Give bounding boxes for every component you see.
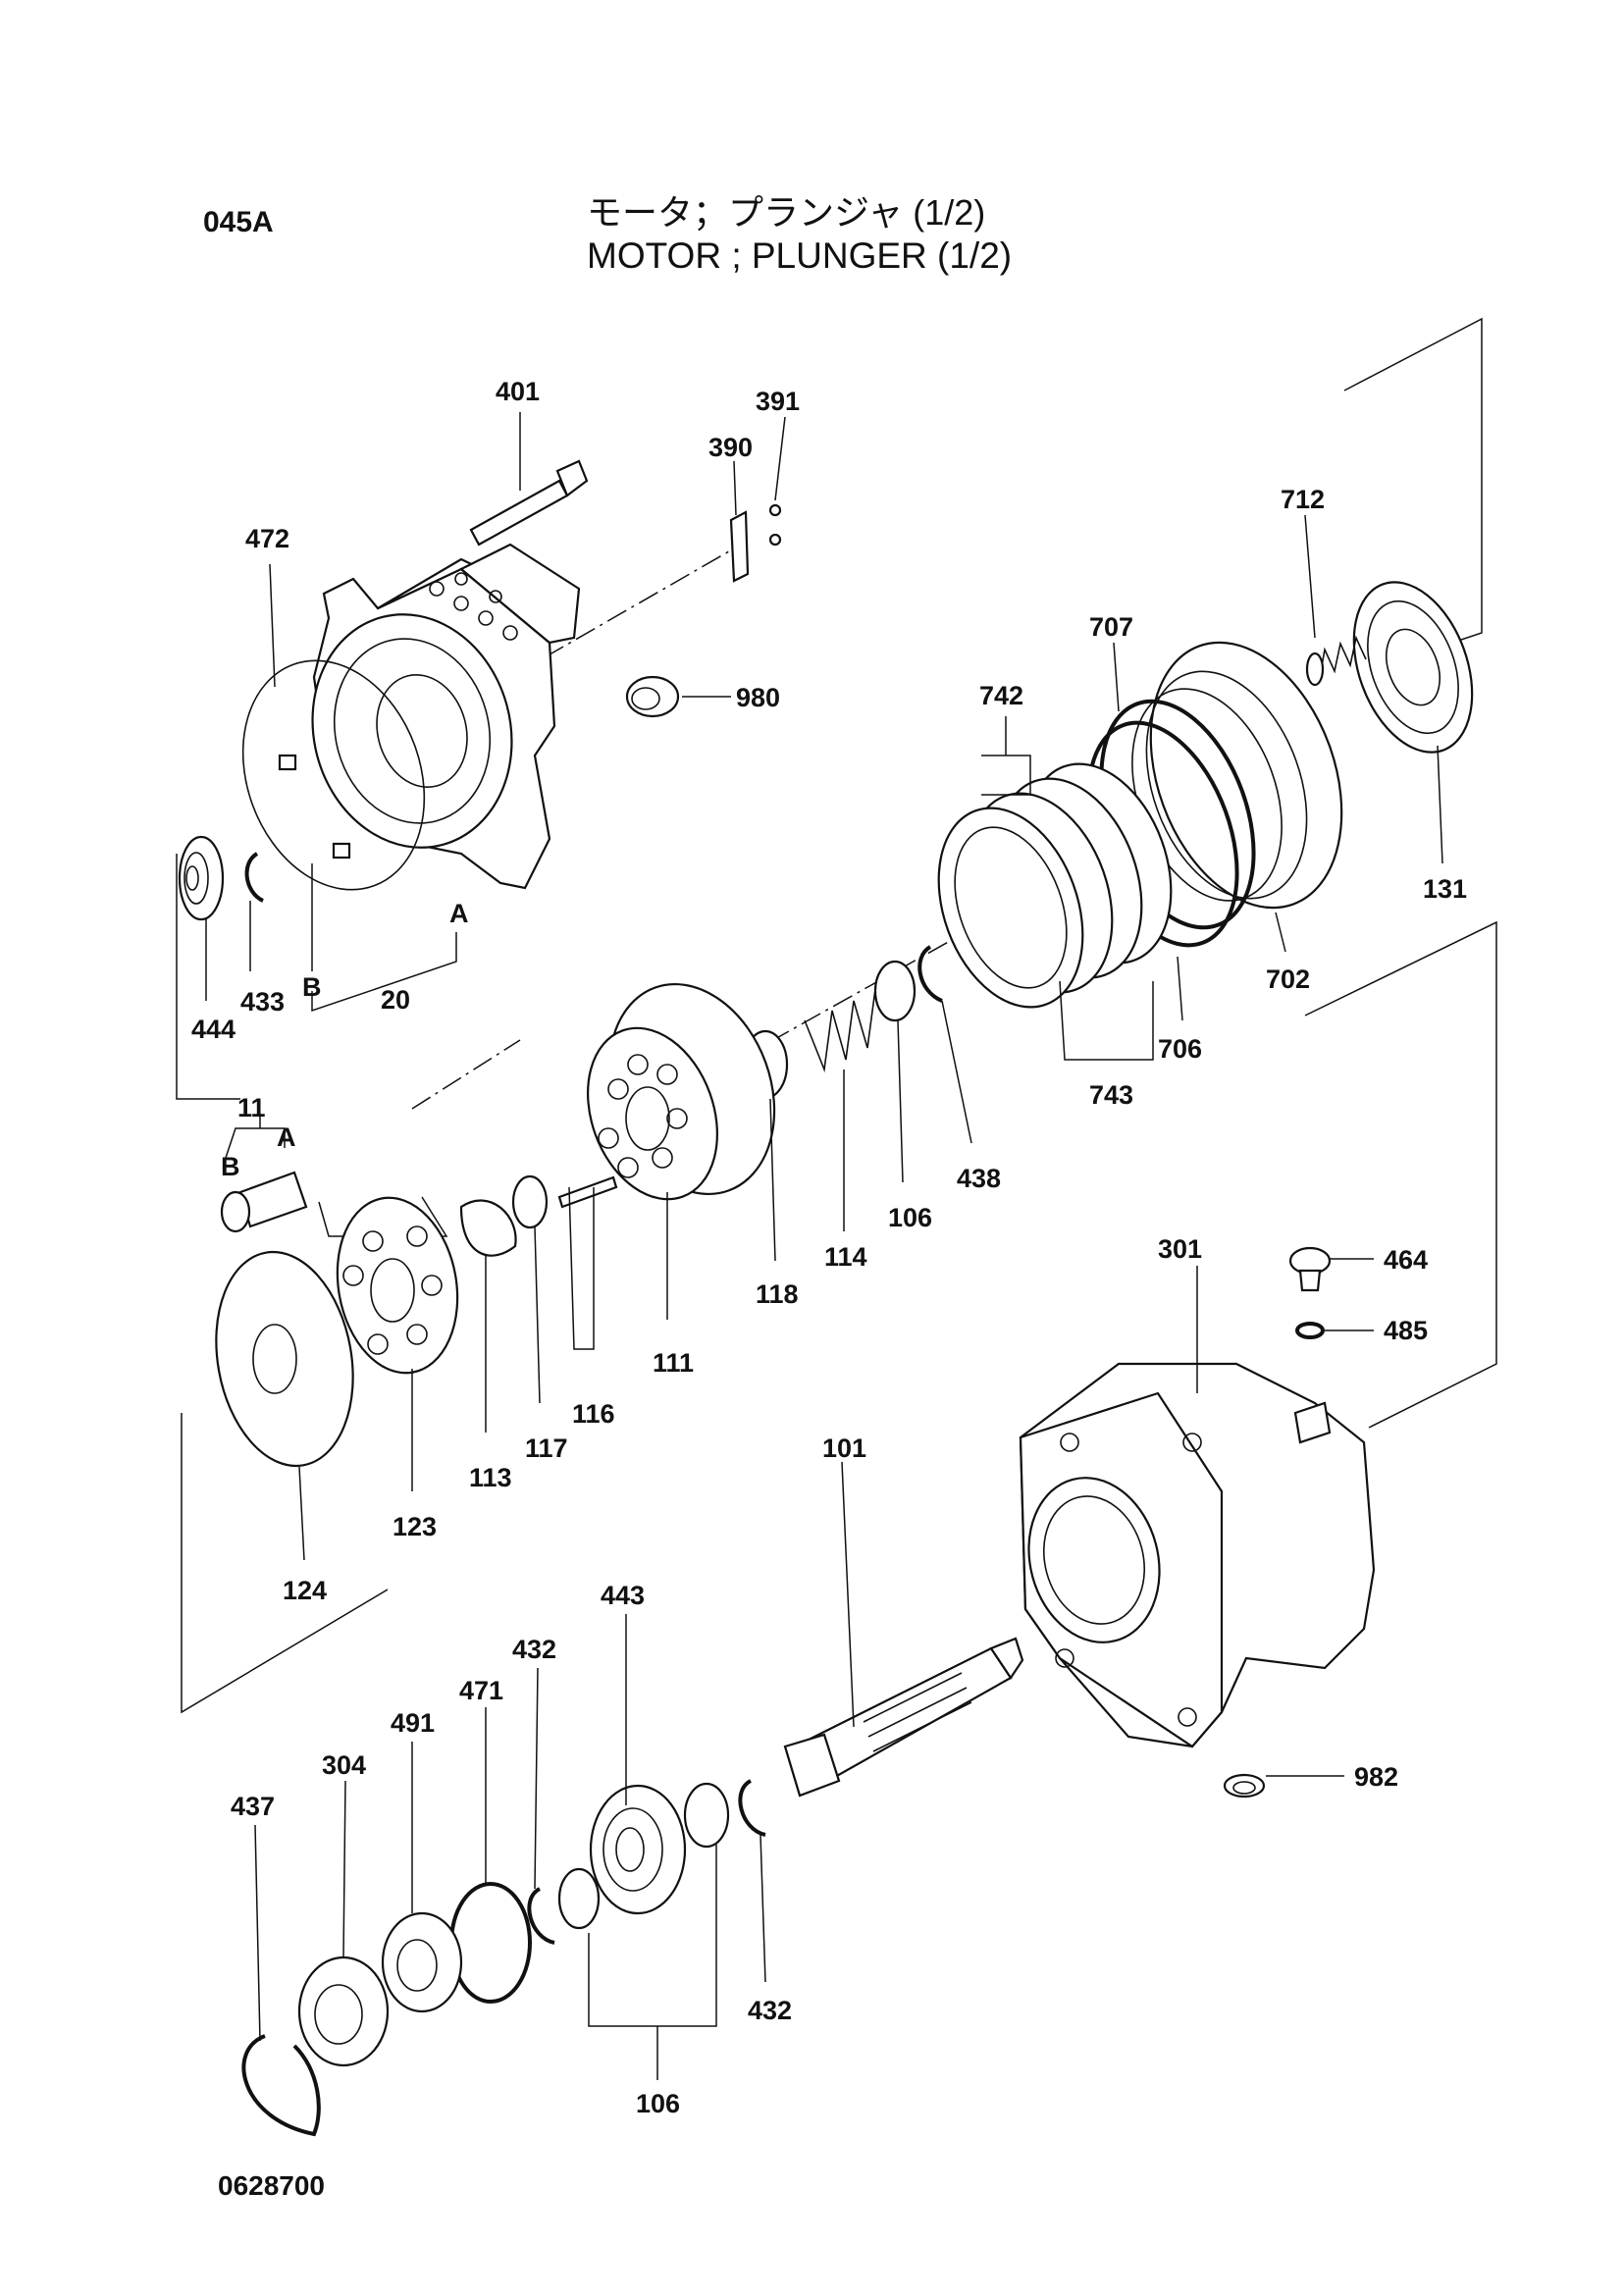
callout-101: 101	[822, 1434, 866, 1463]
valve-plate-131	[1352, 581, 1474, 754]
callout-485: 485	[1384, 1316, 1428, 1345]
callout-433: 433	[240, 987, 285, 1017]
callout-106-upper: 106	[888, 1203, 932, 1232]
callout-437: 437	[231, 1792, 275, 1821]
callout-301: 301	[1158, 1234, 1202, 1264]
callout-116: 116	[572, 1399, 615, 1429]
ring-106-lower-b	[683, 1782, 730, 1849]
seal-491	[381, 1911, 463, 2013]
callout-20: 20	[381, 985, 410, 1015]
snap-ring-438	[917, 945, 943, 1003]
ring-106-upper	[873, 960, 917, 1022]
callout-11-A: A	[277, 1122, 296, 1152]
bearing-444	[178, 835, 225, 921]
callout-712: 712	[1281, 485, 1325, 514]
callout-390: 390	[708, 433, 753, 462]
callout-106-lower: 106	[636, 2089, 680, 2118]
spring-114	[804, 988, 876, 1073]
callout-124: 124	[283, 1576, 327, 1605]
callout-11-B: B	[221, 1152, 240, 1181]
callout-117: 117	[525, 1434, 568, 1463]
callout-742: 742	[979, 681, 1023, 710]
callout-20-A: A	[449, 899, 469, 928]
page-code: 045A	[203, 206, 274, 238]
callout-131: 131	[1423, 874, 1467, 904]
o-ring-485	[1295, 1322, 1325, 1339]
callout-304: 304	[322, 1750, 366, 1780]
pin-116	[557, 1175, 618, 1209]
bolt-401	[469, 459, 589, 547]
callout-118: 118	[756, 1279, 799, 1309]
callout-464: 464	[1384, 1245, 1428, 1275]
housing-301	[1019, 1362, 1376, 1748]
callout-743: 743	[1089, 1080, 1133, 1110]
plug-980	[625, 675, 680, 718]
shaft-101	[783, 1637, 1024, 1798]
callout-491: 491	[391, 1708, 435, 1738]
snap-ring-432-left	[527, 1887, 555, 1945]
callout-706: 706	[1158, 1034, 1202, 1064]
snap-ring-432-right	[738, 1779, 766, 1837]
callout-113: 113	[469, 1463, 512, 1492]
leader-lines	[205, 412, 1443, 2080]
callout-982: 982	[1354, 1762, 1398, 1792]
plug-464	[1288, 1246, 1332, 1292]
shoe-plate-124	[215, 1250, 354, 1468]
snap-ring-433	[244, 852, 265, 903]
callout-11: 11	[237, 1093, 266, 1122]
snap-ring-437	[241, 2034, 321, 2137]
callout-401: 401	[496, 377, 540, 406]
callout-114: 114	[824, 1242, 867, 1272]
plate-390	[729, 503, 782, 583]
o-ring-472	[241, 659, 426, 891]
callout-438: 438	[957, 1164, 1001, 1193]
callout-472: 472	[245, 524, 289, 553]
spring-712	[1305, 635, 1367, 687]
callout-471: 471	[459, 1676, 503, 1705]
callout-391: 391	[756, 387, 800, 416]
title-english: MOTOR ; PLUNGER (1/2)	[587, 235, 1013, 276]
callout-111: 111	[653, 1348, 694, 1378]
motor-housing	[278, 543, 581, 890]
bearing-443	[589, 1784, 687, 1915]
callout-702: 702	[1266, 965, 1310, 994]
spherical-bush-113	[459, 1199, 517, 1257]
callout-20-B: B	[302, 972, 322, 1002]
piston-assembly-11	[220, 1171, 308, 1233]
callout-432-top: 432	[512, 1635, 556, 1664]
callout-443: 443	[601, 1581, 645, 1610]
floating-seal-304	[297, 1955, 390, 2067]
callout-labels: 401 391 390 472 980 712 707 742 131 702 …	[191, 377, 1467, 2118]
cylinder-block-111	[587, 982, 776, 1201]
ring-106-lower-a	[557, 1867, 601, 1930]
callout-980: 980	[736, 683, 780, 712]
ring-117	[511, 1174, 549, 1229]
callout-444: 444	[191, 1015, 236, 1044]
drawing-number: 0628700	[218, 2170, 326, 2201]
title-japanese: モータ；プランジャ (1/2)	[587, 192, 986, 233]
callout-707: 707	[1089, 612, 1133, 642]
callout-123: 123	[393, 1512, 437, 1541]
friction-plates-742-743	[937, 762, 1173, 1009]
o-ring-471	[449, 1882, 532, 2004]
callout-432-bottom: 432	[748, 1996, 792, 2025]
plug-982	[1223, 1773, 1266, 1799]
